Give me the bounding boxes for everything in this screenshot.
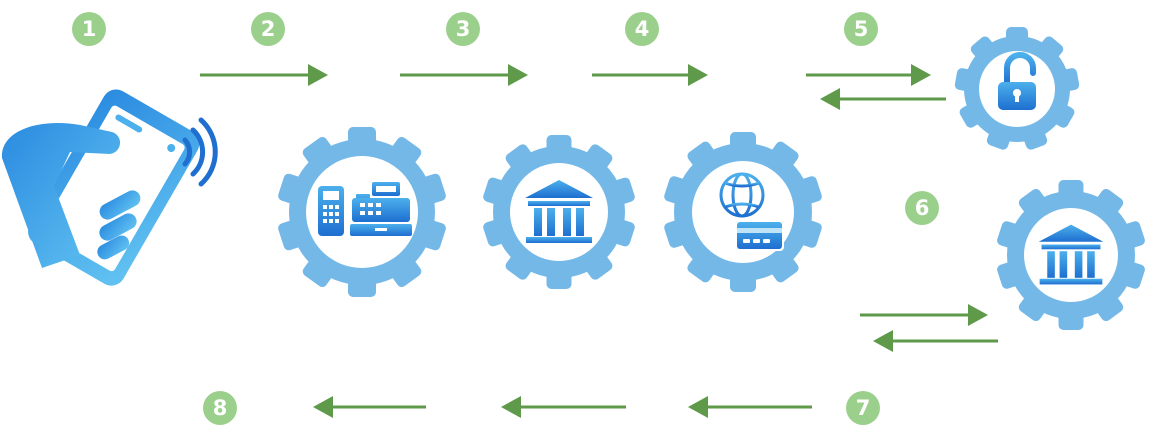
gear-tooth [986, 127, 1012, 150]
padlock-open-icon [998, 52, 1036, 110]
gear-tooth [348, 127, 376, 149]
gear-tooth [609, 218, 635, 247]
step-badge-2: 2 [251, 12, 285, 46]
gear-tooth [418, 173, 446, 205]
gear-tooth [997, 261, 1023, 289]
gear-tooth [687, 141, 717, 170]
arrow-left-7 [688, 396, 812, 418]
gear-tooth [954, 68, 976, 92]
gear-tooth [997, 221, 1023, 249]
gear-tooth [418, 219, 446, 251]
gear-tooth [1094, 293, 1124, 322]
gear-tooth [348, 275, 376, 297]
step-badge-5: 5 [844, 12, 878, 46]
arrow-right-1 [200, 64, 328, 86]
gear-tooth [483, 218, 509, 247]
arrow-left-8 [501, 396, 626, 418]
gear-tooth [389, 136, 422, 168]
gear-tooth [959, 102, 984, 128]
gear-tooth [583, 144, 613, 173]
gear-tooth [505, 251, 535, 280]
arrow-right-6 [860, 304, 988, 326]
gear-tooth [664, 176, 690, 205]
gear-tooth [1058, 180, 1084, 201]
gear-tooth [483, 177, 509, 206]
gear-tooth [505, 144, 535, 173]
gear-tooth [796, 219, 822, 248]
gear-tooth [389, 256, 422, 288]
gear-tooth [583, 251, 613, 280]
step-badge-7: 7 [846, 391, 880, 425]
gear-tooth [687, 254, 717, 283]
gear-tooth [796, 176, 822, 205]
gear-tooth [769, 141, 799, 170]
gear-tooth [730, 271, 756, 292]
hand-phone-nfc-icon [1, 89, 218, 286]
gear-tooth [278, 219, 306, 251]
gear-tooth [1058, 309, 1084, 330]
gear-tooth [1119, 261, 1145, 289]
gear-tooth [278, 173, 306, 205]
gear-bank-2 [997, 180, 1145, 330]
arrow-right-4 [806, 64, 931, 86]
gear-tooth [609, 177, 635, 206]
gear-tooth [970, 36, 996, 62]
arrow-left-6 [873, 330, 998, 352]
arrow-right-2 [400, 64, 528, 86]
gear-tooth [1094, 188, 1124, 217]
gear-tooth [1058, 68, 1080, 92]
step-badge-1: 1 [72, 12, 106, 46]
gear-tooth [1050, 102, 1075, 128]
globe-card-icon [719, 172, 784, 251]
arrow-right-3 [592, 64, 708, 86]
step-badge-6: 6 [905, 191, 939, 225]
gear-tooth [730, 132, 756, 153]
gear-tooth [769, 254, 799, 283]
gear-tooth [546, 268, 572, 289]
step-badge-4: 4 [625, 12, 659, 46]
arrow-left-9 [313, 396, 426, 418]
gear-tooth [302, 256, 335, 288]
gear-tooth [302, 136, 335, 168]
gear-tooth [1119, 221, 1145, 249]
step-badge-8: 8 [203, 391, 237, 425]
step-badge-3: 3 [446, 12, 480, 46]
gear-tooth [664, 219, 690, 248]
gear-tooth [1022, 127, 1048, 150]
gear-tooth [1006, 27, 1028, 46]
gear-tooth [1018, 293, 1048, 322]
gear-tooth [1038, 36, 1064, 62]
gear-bank [483, 135, 635, 289]
pos-terminal-register-icon [318, 182, 412, 236]
gear-tooth [546, 135, 572, 156]
gear-tooth [1018, 188, 1048, 217]
arrow-left-5 [820, 88, 946, 110]
